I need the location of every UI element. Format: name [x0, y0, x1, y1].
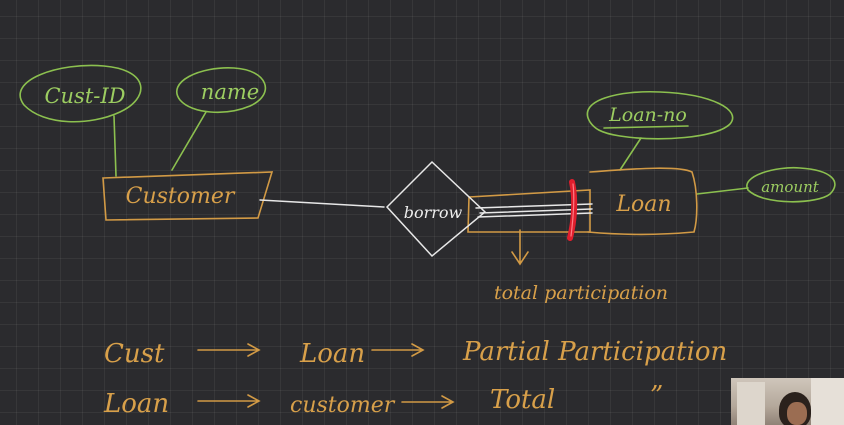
note-row1-to: Loan: [299, 339, 365, 369]
relationship-borrow-label: borrow: [404, 203, 463, 222]
name-connector: [171, 111, 207, 171]
customer-borrow-line: [259, 199, 385, 208]
participation-box: [467, 189, 591, 233]
note-row1-result: Partial Participation: [462, 337, 727, 367]
note-row-1: Cust Loan Partial Participation: [104, 337, 727, 369]
note-row2-ditto: ”: [650, 381, 663, 411]
attribute-loan-no-label: Loan-no: [608, 104, 687, 126]
note-row2-result: Total: [490, 385, 555, 415]
participation-arrow: [511, 229, 529, 266]
note-row2-from: Loan: [103, 389, 169, 419]
note-row2-to: customer: [290, 393, 396, 418]
relationship-borrow: borrow: [385, 160, 487, 258]
attribute-cust-id: Cust-ID: [19, 64, 142, 123]
attribute-amount: amount: [746, 166, 836, 203]
loan-no-connector: [619, 137, 642, 171]
note-row-2: Loan customer Total ”: [103, 381, 663, 419]
presenter-face: [787, 402, 807, 425]
entity-customer: Customer: [102, 171, 274, 221]
background-panel: [811, 378, 844, 425]
attribute-name: name: [176, 67, 267, 114]
entity-loan-label: Loan: [615, 192, 671, 217]
background-shelf: [737, 382, 765, 425]
total-participation-annotation: total participation: [494, 282, 668, 304]
cust-id-connector: [113, 115, 117, 177]
entity-loan: Loan: [587, 167, 698, 236]
entity-customer-label: Customer: [126, 184, 236, 209]
note-row1-from: Cust: [104, 339, 165, 369]
attribute-name-label: name: [201, 80, 259, 104]
attribute-loan-no: Loan-no: [586, 90, 734, 140]
amount-connector: [696, 187, 749, 195]
webcam-overlay: [731, 378, 844, 425]
attribute-cust-id-label: Cust-ID: [44, 84, 125, 108]
attribute-amount-label: amount: [761, 178, 820, 196]
